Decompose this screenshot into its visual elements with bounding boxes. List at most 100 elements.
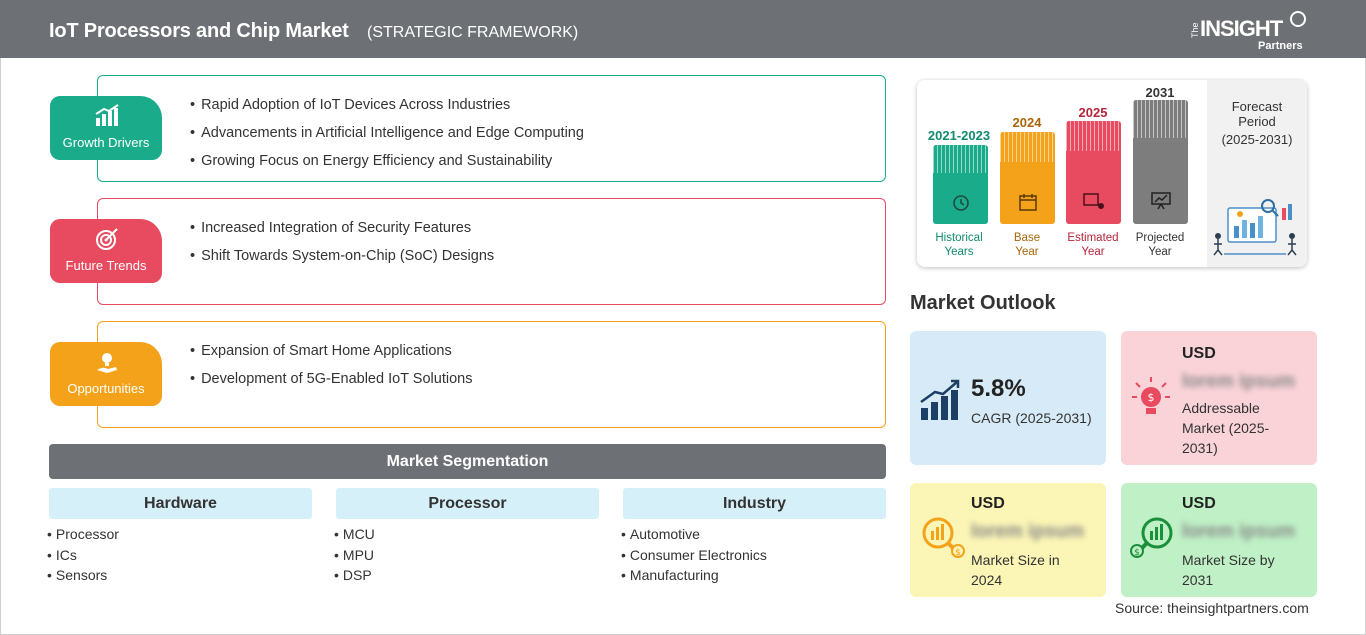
- addressable-label-line-1: Addressable: [1182, 400, 1260, 416]
- list-item: Processor: [47, 526, 119, 547]
- market-outlook-title: Market Outlook: [910, 292, 1056, 314]
- svg-text:$: $: [1134, 548, 1140, 558]
- page-title: IoT Processors and Chip Market: [49, 20, 349, 42]
- size-2031-label-line-1: Market Size by: [1182, 552, 1275, 568]
- list-item: Advancements in Artificial Intelligence …: [190, 125, 584, 153]
- segmentation-title: Market Segmentation: [49, 444, 886, 479]
- list-item: Manufacturing: [621, 567, 767, 588]
- segment-header-hardware: Hardware: [49, 488, 312, 519]
- growth-drivers-badge: Growth Drivers: [50, 96, 162, 160]
- svg-text:$: $: [955, 548, 961, 558]
- bar-stripes: [1000, 132, 1055, 162]
- list-item: Sensors: [47, 567, 119, 588]
- timeline-label-line: Years: [944, 246, 974, 258]
- logo-main-text: INSIGHT: [1200, 16, 1283, 41]
- calendar-icon: [1019, 194, 1037, 211]
- source-credit[interactable]: Source: theinsightpartners.com: [1115, 600, 1309, 616]
- projection-icon: [1151, 192, 1171, 210]
- future-trends-list: Increased Integration of Security Featur…: [190, 220, 494, 276]
- market-size-2031-card: USD lorem ipsum $ Market Size by 2031: [1121, 483, 1317, 597]
- segment-list-processor: MCU MPU DSP: [334, 526, 375, 588]
- list-item: Development of 5G-Enabled IoT Solutions: [190, 371, 472, 399]
- forecast-line-3: (2025-2031): [1221, 132, 1293, 147]
- addressable-market-card: USD lorem ipsum $ Addressable Market (20…: [1121, 331, 1317, 465]
- future-trends-badge: Future Trends: [50, 219, 162, 283]
- history-icon: [953, 195, 969, 211]
- magnifier-chart-icon: $: [922, 517, 965, 558]
- timeline-label-line: Projected: [1135, 232, 1185, 244]
- target-icon: [96, 228, 118, 250]
- rising-bars-icon: [920, 379, 960, 420]
- money-lightbulb-icon: $: [1132, 377, 1170, 414]
- list-item: Rapid Adoption of IoT Devices Across Ind…: [190, 97, 584, 125]
- bar-stripes: [1066, 121, 1121, 151]
- size-2031-value: lorem ipsum: [1182, 521, 1295, 542]
- timeline-bar-estimated: [1066, 121, 1121, 224]
- estimate-icon: [1083, 193, 1104, 209]
- growth-drivers-label: Growth Drivers: [62, 135, 150, 150]
- list-item: MPU: [334, 547, 375, 568]
- magnifier-growth-icon: $: [1130, 517, 1173, 558]
- size-2024-label-line-1: Market Size in: [971, 552, 1060, 568]
- list-item: Increased Integration of Security Featur…: [190, 220, 494, 248]
- list-item: Shift Towards System-on-Chip (SoC) Desig…: [190, 248, 494, 276]
- logo-sub-text: Partners: [1258, 40, 1303, 52]
- timeline-year-historical: 2021-2023: [927, 128, 991, 143]
- opportunities-list: Expansion of Smart Home Applications Dev…: [190, 343, 472, 399]
- timeline-label-projected: Projected Year: [1120, 231, 1200, 259]
- timeline-bar-base: [1000, 132, 1055, 224]
- lightbulb-hand-icon: [97, 353, 117, 373]
- opportunities-label: Opportunities: [67, 381, 145, 396]
- size-2031-label-line-2: 2031: [1182, 572, 1214, 588]
- segment-header-processor: Processor: [336, 488, 599, 519]
- addressable-value: lorem ipsum: [1182, 371, 1295, 392]
- list-item: Expansion of Smart Home Applications: [190, 343, 472, 371]
- list-item: DSP: [334, 567, 375, 588]
- forecast-line-2: Period: [1238, 114, 1276, 129]
- size-2024-value: lorem ipsum: [971, 521, 1084, 542]
- addressable-label-line-2: Market (2025-: [1182, 420, 1270, 436]
- analytics-illustration-icon: [1213, 199, 1297, 256]
- timeline-label-line: Historical: [935, 232, 983, 244]
- bar-growth-icon: [95, 104, 119, 126]
- list-item: Automotive: [621, 526, 767, 547]
- timeline-label-line: Year: [1081, 246, 1105, 258]
- timeline-label-line: Year: [1015, 246, 1039, 258]
- page-subtitle: (STRATEGIC FRAMEWORK): [367, 24, 579, 41]
- bar-stripes: [1133, 100, 1188, 138]
- opportunities-badge: Opportunities: [50, 342, 162, 406]
- logo-ring-icon: [1290, 11, 1306, 27]
- svg-text:$: $: [1148, 391, 1155, 404]
- addressable-label-line-3: 2031): [1182, 440, 1218, 456]
- size-2024-currency: USD: [971, 495, 1005, 512]
- addressable-currency: USD: [1182, 345, 1216, 362]
- growth-drivers-list: Rapid Adoption of IoT Devices Across Ind…: [190, 97, 584, 181]
- size-2031-currency: USD: [1182, 495, 1216, 512]
- timeline-label-base: Base Year: [987, 231, 1067, 259]
- timeline-bar-projected: [1133, 100, 1188, 224]
- timeline-year-base: 2024: [1012, 115, 1042, 130]
- bar-stripes: [933, 145, 988, 173]
- timeline-label-line: Estimated: [1067, 232, 1119, 244]
- cagr-value: 5.8%: [971, 375, 1026, 402]
- timeline-year-projected: 2031: [1145, 85, 1175, 100]
- segment-list-industry: Automotive Consumer Electronics Manufact…: [621, 526, 767, 588]
- forecast-line-1: Forecast: [1231, 99, 1283, 114]
- timeline-label-line: Year: [1148, 246, 1172, 258]
- list-item: MCU: [334, 526, 375, 547]
- cagr-card: 5.8% CAGR (2025-2031): [910, 331, 1106, 465]
- timeline-year-estimated: 2025: [1078, 105, 1108, 120]
- cagr-label: CAGR (2025-2031): [971, 410, 1092, 426]
- list-item: Consumer Electronics: [621, 547, 767, 568]
- header-bar: IoT Processors and Chip Market (STRATEGI…: [0, 0, 1366, 58]
- segment-list-hardware: Processor ICs Sensors: [47, 526, 119, 588]
- size-2024-label-line-2: 2024: [971, 572, 1003, 588]
- list-item: ICs: [47, 547, 119, 568]
- timeline-bar-historical: [933, 145, 988, 224]
- future-trends-label: Future Trends: [65, 258, 147, 273]
- list-item: Growing Focus on Energy Efficiency and S…: [190, 153, 584, 181]
- company-logo[interactable]: The INSIGHT Partners: [1190, 10, 1310, 52]
- timeline-label-historical: Historical Years: [919, 231, 999, 259]
- timeline-label-line: Base: [1013, 232, 1041, 244]
- segment-header-industry: Industry: [623, 488, 886, 519]
